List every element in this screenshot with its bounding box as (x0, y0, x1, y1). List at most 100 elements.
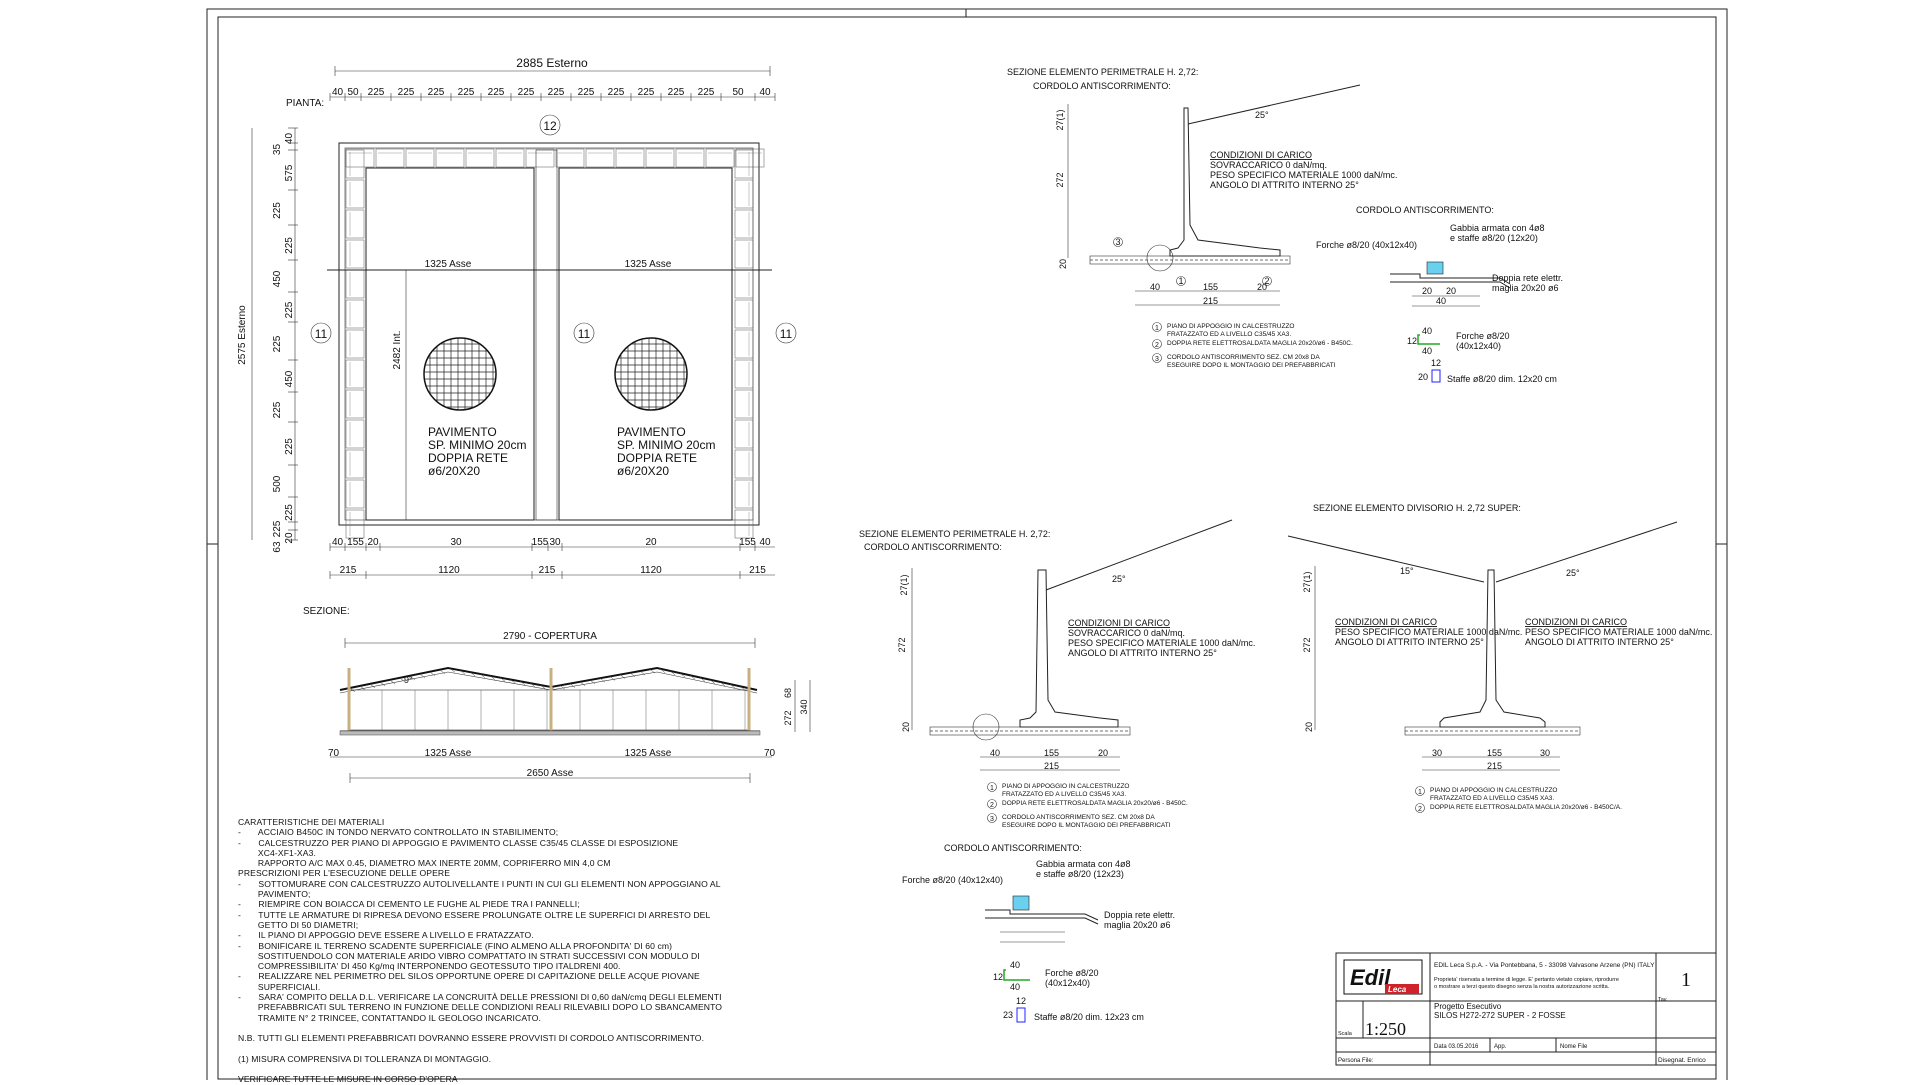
detail-div-total: 215 (1487, 761, 1502, 771)
section-right-margin: 70 (764, 748, 776, 759)
detail-top-hbase: 20 (1058, 259, 1068, 269)
forche-shape-bottom (1003, 969, 1030, 981)
plan-top-dim: 50 (732, 87, 744, 98)
legend-marker (987, 813, 997, 823)
legend-text-2: ESEGUIRE DOPO IL MONTAGGIO DEI PREFABBRI… (1002, 822, 1171, 829)
legend-text: PIANO DI APPOGGIO IN CALCESTRUZZO (1167, 323, 1295, 330)
staffe-top-text: Staffe ø8/20 dim. 12x20 cm (1447, 374, 1557, 384)
plan-bottom-dim-1: 20 (645, 537, 657, 548)
plan-mid-wall (535, 149, 558, 521)
section-total: 2650 Asse (527, 768, 574, 779)
scale-value: 1:250 (1365, 1019, 1406, 1039)
detail-div-title: SEZIONE ELEMENTO DIVISORIO H. 2,72 SUPER… (1313, 503, 1521, 513)
floor-text-right-4: ø6/20X20 (617, 464, 669, 478)
forche-bottom-dim-1: 40 (1010, 960, 1020, 970)
legend-number: 2 (990, 802, 994, 809)
detail-mid-angle: 25° (1112, 574, 1126, 584)
cordolo-top: CORDOLO ANTISCORRIMENTO: Gabbia armata c… (1316, 205, 1563, 384)
plan-top-dim: 225 (518, 87, 535, 98)
section-label: SEZIONE: (303, 606, 350, 617)
plan-axis-left: 1325 Asse (425, 259, 472, 270)
note-line: - SOTTOMURARE CON CALCESTRUZZO AUTOLIVEL… (238, 878, 721, 889)
note-line: (1) MISURA COMPRENSIVA DI TOLLERANZA DI … (238, 1053, 492, 1064)
floor-mesh-symbol-right (614, 337, 688, 411)
legend-number: 1 (990, 785, 994, 792)
plan-axis-right: 1325 Asse (625, 259, 672, 270)
plan-top-dim: 225 (608, 87, 625, 98)
plan-left-dim: 450 (284, 370, 295, 387)
note-line: - RIEMPIRE CON BOIACCA DI CEMENTO LE FUG… (238, 899, 580, 910)
note-line: XC4-XF1-XA3. (238, 847, 316, 858)
sheet-label: Tav. (1658, 997, 1668, 1003)
plan-left-dim: 20 (284, 532, 295, 544)
materials-notes: CARATTERISTICHE DEI MATERIALI- ACCIAIO B… (238, 817, 723, 1085)
plan-top-dim: 225 (428, 87, 445, 98)
plan-bottom-dim-2: 215 (539, 565, 556, 576)
floor-text-left-3: DOPPIA RETE (428, 451, 508, 465)
floor-text-right-2: SP. MINIMO 20cm (617, 438, 715, 452)
plan-bottom-dim-1: 155 (739, 537, 756, 548)
plan-left-dim: 225 (272, 202, 283, 219)
cordolo-bottom-section (1012, 895, 1030, 911)
legend-text: CORDOLO ANTISCORRIMENTO SEZ. CM 20x8 DA (1167, 354, 1320, 361)
detail-perimetral-mid: SEZIONE ELEMENTO PERIMETRALE H. 2,72: CO… (859, 519, 1255, 829)
sheet-outer-frame (206, 8, 1728, 1080)
legend-marker (987, 782, 997, 792)
cordolo-bottom-rete1: Doppia rete elettr. (1104, 910, 1175, 920)
detail-div-load-l2: ANGOLO DI ATTRITO INTERNO 25° (1335, 637, 1484, 647)
sheet-number: 1 (1681, 969, 1691, 991)
plan-bottom-dim-2: 1120 (438, 565, 460, 576)
note-line: GETTO DI 50 DIAMETRI; (238, 919, 359, 930)
plan-left-dim: 225 (284, 301, 295, 318)
detail-top-angle: 25° (1255, 110, 1269, 120)
note-line: PREFABBRICATI SUL TERRENO IN FUNZIONE DE… (238, 1002, 723, 1013)
note-line: TRAMITE N° 2 TRINCEE, CONTATTANDO IL GEO… (238, 1012, 542, 1023)
detail-div-hbase: 20 (1304, 722, 1314, 732)
note-line: - BONIFICARE IL TERRENO SCADENTE SUPERFI… (238, 940, 673, 951)
cordolo-top-gabbia2: e staffe ø8/20 (12x20) (1450, 233, 1538, 243)
plan-bottom-dim-1: 30 (450, 537, 462, 548)
detail-mid-hbase: 20 (901, 722, 911, 732)
plan-cell-right (558, 167, 733, 521)
detail-div-dim-2: 155 (1487, 748, 1502, 758)
plan-left-dim: 35 (272, 144, 283, 156)
detail-div-loads-title-r: CONDIZIONI DI CARICO (1525, 617, 1627, 627)
grid-marker-11-mid (573, 322, 595, 344)
sheet-inner-frame (217, 16, 1717, 1080)
note-line: CARATTERISTICHE DEI MATERIALI (238, 817, 385, 827)
note-line: RAPPORTO A/C MAX 0.45, DIAMETRO MAX INER… (238, 858, 611, 869)
detail-top-load-3: ANGOLO DI ATTRITO INTERNO 25° (1210, 180, 1359, 190)
forche-top-text2: (40x12x40) (1456, 341, 1501, 351)
plan-top-dim: 225 (548, 87, 565, 98)
cordolo-bottom: CORDOLO ANTISCORRIMENTO: Gabbia armata c… (902, 843, 1175, 1023)
section-wall-band (348, 689, 750, 731)
legend-text: DOPPIA RETE ELETTROSALDATA MAGLIA 20x20/… (1167, 340, 1353, 347)
detail-mid-load-3: ANGOLO DI ATTRITO INTERNO 25° (1068, 648, 1217, 658)
floor-text-left-4: ø6/20X20 (428, 464, 480, 478)
plan-left-dim: 225 (272, 520, 283, 537)
approval-label: App. (1494, 1044, 1507, 1050)
note-line: SUPERFICIALI. (238, 981, 321, 992)
plan-left-dim: 225 (284, 504, 295, 521)
note-line: - IL PIANO DI APPOGGIO DEVE ESSERE A LIV… (238, 930, 534, 941)
legend-marker (1152, 339, 1162, 349)
note-line: N.B. TUTTI GLI ELEMENTI PREFABBRICATI DO… (238, 1033, 705, 1044)
section-h1: 68 (783, 688, 793, 698)
file-label: Nome File (1560, 1044, 1588, 1050)
legend-number: 3 (990, 816, 994, 823)
detail-top-htop: 27(1) (1055, 109, 1065, 130)
plan-top-dim: 225 (668, 87, 685, 98)
detail-div-wall (1439, 569, 1546, 728)
plan-total-external: 2885 Esterno (516, 56, 588, 70)
logo-text: Edil (1350, 965, 1391, 990)
note-line: - ACCIAIO B450C IN TONDO NERVATO CONTROL… (238, 827, 559, 838)
section-view: SEZIONE: 2790 - COPERTURA 9° 68 340 272 … (303, 606, 811, 783)
legend-number: 2 (1155, 342, 1159, 349)
section-h2: 340 (799, 699, 809, 714)
forche-shape-top (1417, 334, 1440, 345)
staffe-bottom-text: Staffe ø8/20 dim. 12x23 cm (1034, 1012, 1144, 1022)
plan-top-dim: 225 (488, 87, 505, 98)
